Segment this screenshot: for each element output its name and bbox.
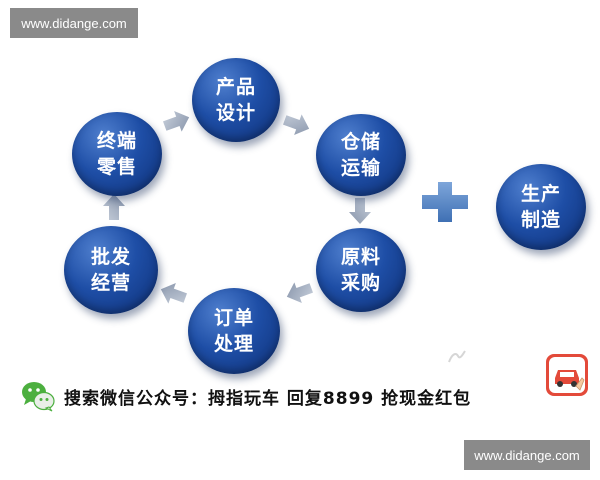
node-terminal-retail: 终端 零售: [72, 112, 162, 196]
arrow-icon: [163, 110, 190, 132]
arrow-icon: [349, 198, 371, 224]
node-label-line: 处理: [213, 333, 254, 355]
watermark-bottom: www.didange.com: [464, 440, 590, 470]
arrow-icon: [103, 194, 125, 220]
node-label-line: 原料: [340, 246, 381, 268]
promo-text: 搜索微信公众号：拇指玩车 回复8899 抢现金红包: [64, 388, 472, 409]
arrow-icon: [160, 282, 187, 304]
plus-icon: [422, 182, 468, 222]
faint-logo-icon: [448, 350, 466, 363]
node-label-line: 经营: [90, 272, 131, 294]
node-label-line: 零售: [96, 156, 137, 178]
watermark-top: www.didange.com: [10, 8, 138, 38]
node-storage-transport: 仓储 运输: [316, 114, 406, 196]
node-label-line: 制造: [520, 209, 561, 231]
node-label-line: 设计: [215, 102, 256, 124]
node-label-line: 终端: [96, 130, 137, 152]
node-production-manufacturing: 生产 制造: [496, 164, 586, 250]
node-label-line: 生产: [520, 183, 561, 205]
node-label-line: 仓储: [340, 131, 381, 153]
node-product-design: 产品 设计: [192, 58, 280, 142]
arrow-icon: [283, 114, 310, 136]
arrow-icon: [286, 282, 313, 304]
node-label-line: 采购: [340, 272, 381, 294]
car-app-icon[interactable]: [546, 354, 588, 396]
node-label-line: 批发: [90, 246, 131, 268]
node-order-processing: 订单 处理: [188, 288, 280, 374]
node-label-line: 运输: [340, 157, 381, 179]
node-label-line: 产品: [215, 76, 256, 98]
wechat-icon: [22, 382, 55, 412]
node-wholesale: 批发 经营: [64, 226, 158, 314]
promo-banner: 搜索微信公众号：拇指玩车 回复8899 抢现金红包: [20, 378, 540, 414]
node-label-line: 订单: [213, 307, 254, 329]
node-material-purchase: 原料 采购: [316, 228, 406, 312]
